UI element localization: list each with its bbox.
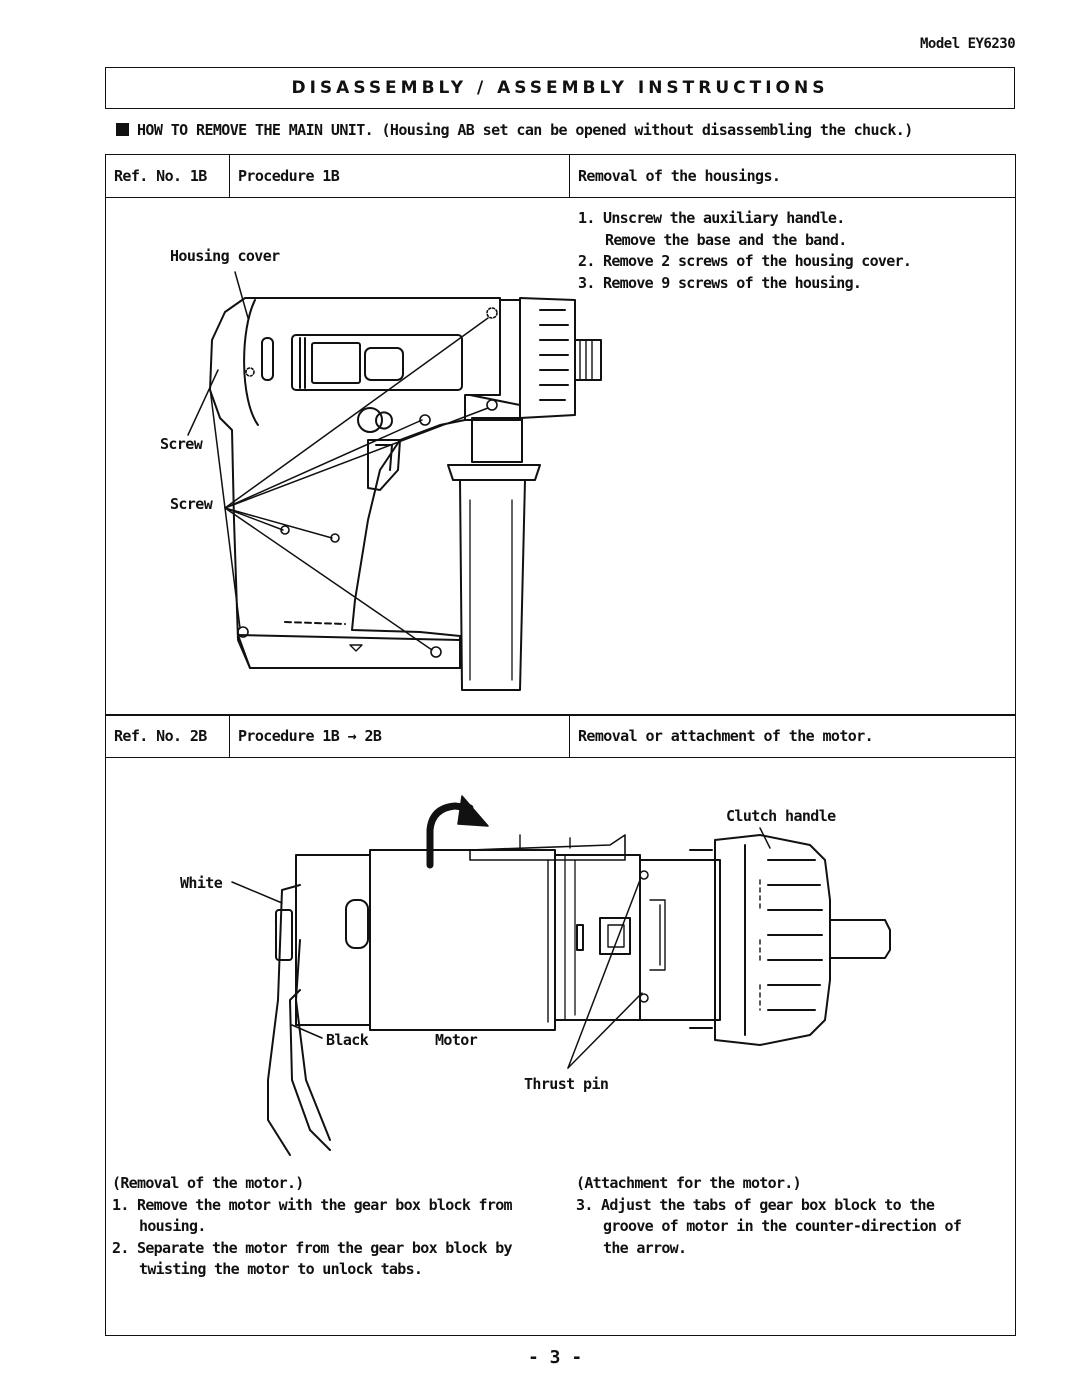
step1-instruction-line: 1. Unscrew the auxiliary handle. (578, 209, 845, 227)
thrust-pin-lower (639, 993, 649, 1003)
chuck-body (714, 834, 831, 1046)
housing-cover-label: Housing cover (170, 247, 280, 265)
removal-title: (Removal of the motor.) (112, 1174, 304, 1192)
model-number: Model EY6230 (920, 36, 1016, 52)
square-bullet-icon (116, 123, 129, 136)
step1-instruction-line: 3. Remove 9 screws of the housing. (578, 273, 862, 292)
thrust-pin-upper (639, 870, 649, 880)
aux-handle-grip (459, 479, 526, 691)
screw-marks (237, 307, 498, 658)
chuck-ribs (539, 309, 569, 401)
switch-window (291, 334, 463, 391)
attachment-line: the arrow. (603, 1238, 687, 1257)
removal-instructions: (Removal of the motor.) 1. Remove the mo… (112, 1173, 513, 1281)
attachment-instructions: (Attachment for the motor.) 3. Adjust th… (576, 1173, 962, 1259)
chuck-spindle (829, 919, 891, 959)
clutch-stops (689, 849, 713, 1029)
black-wire (289, 989, 331, 1151)
white-wire (267, 884, 301, 1156)
motor-endcap (295, 854, 371, 1026)
slide-plate (469, 834, 626, 861)
step2-content-panel (105, 757, 1016, 1336)
switch-box-2 (364, 347, 404, 381)
step2-description: Removal or attachment of the motor. (578, 727, 874, 745)
gearbox-ribs (564, 854, 576, 1021)
switch-frame (299, 337, 306, 389)
wire-return (295, 939, 331, 1141)
chuck-nose-lines (579, 339, 593, 381)
base-foot (237, 634, 461, 669)
page-number: - 3 - (528, 1347, 583, 1368)
step2-procedure: Procedure 1B → 2B (230, 715, 570, 757)
gearbox-tab-inner (607, 924, 625, 948)
step1-instruction-line: Remove the base and the band. (605, 230, 847, 249)
clutch-slot (649, 899, 666, 971)
slide-detail (519, 834, 571, 851)
aux-handle-grip-lines (469, 499, 513, 681)
step1-ref: Ref. No. 1B (106, 155, 230, 197)
step2-callouts (231, 827, 771, 1069)
step1-procedure: Procedure 1B (230, 155, 570, 197)
callout-lines (187, 271, 489, 651)
screw-label-2: Screw (170, 495, 213, 513)
step1-description: Removal of the housings. (578, 167, 781, 185)
screw-label-1: Screw (160, 435, 203, 453)
chuck-body (519, 297, 576, 419)
housing-cover-edge (243, 299, 259, 426)
gearbox-slot (576, 924, 584, 951)
switch-box-1 (311, 342, 361, 384)
base-dash (284, 621, 346, 625)
step1-instruction-line: 2. Remove 2 screws of the housing cover. (578, 252, 912, 270)
step2-ref: Ref. No. 2B (106, 715, 230, 757)
gearbox-block (554, 854, 641, 1021)
attachment-line: groove of motor in the counter-direction… (603, 1217, 962, 1235)
attachment-title: (Attachment for the motor.) (576, 1174, 802, 1192)
base-arrow (349, 644, 363, 652)
white-wire-label: White (180, 874, 223, 892)
gearbox-tab (599, 917, 631, 955)
aux-handle-collar (471, 417, 523, 463)
rotation-arrow-body (426, 802, 474, 869)
removal-line: 1. Remove the motor with the gear box bl… (112, 1195, 513, 1214)
clutch-handle-label: Clutch handle (726, 807, 836, 825)
attachment-line: 3. Adjust the tabs of gear box block to … (576, 1195, 935, 1214)
chuck-nose (574, 339, 602, 381)
intro-line: HOW TO REMOVE THE MAIN UNIT. (Housing AB… (116, 121, 913, 139)
removal-line: 2. Separate the motor from the gear box … (112, 1238, 513, 1257)
motor-label: Motor (435, 1031, 478, 1049)
thrust-pin-label: Thrust pin (524, 1075, 609, 1093)
aux-handle-band (447, 464, 541, 481)
selector-knob (357, 407, 383, 433)
vent-slot (261, 337, 274, 381)
removal-line: twisting the motor to unlock tabs. (139, 1260, 423, 1278)
trigger (367, 439, 401, 491)
step2-header-row: Ref. No. 2B Procedure 1B → 2B Removal or… (105, 714, 1016, 758)
black-wire-label: Black (326, 1031, 369, 1049)
selector-ring (375, 411, 393, 430)
housing-outline (209, 297, 501, 669)
removal-line: housing. (139, 1217, 206, 1235)
motor-window (345, 899, 369, 949)
rotation-arrow-head (457, 795, 489, 827)
clutch-housing (639, 859, 721, 1021)
step1-content-panel (105, 197, 1016, 716)
brush-holder (275, 909, 293, 961)
intro-text: HOW TO REMOVE THE MAIN UNIT. (Housing AB… (137, 121, 913, 139)
chuck-ribs (767, 859, 823, 1011)
page-title-box: DISASSEMBLY / ASSEMBLY INSTRUCTIONS (105, 67, 1015, 109)
step1-instructions: 1. Unscrew the auxiliary handle. Remove … (578, 208, 912, 294)
page-title: DISASSEMBLY / ASSEMBLY INSTRUCTIONS (291, 78, 829, 98)
motor-can (369, 849, 556, 1031)
